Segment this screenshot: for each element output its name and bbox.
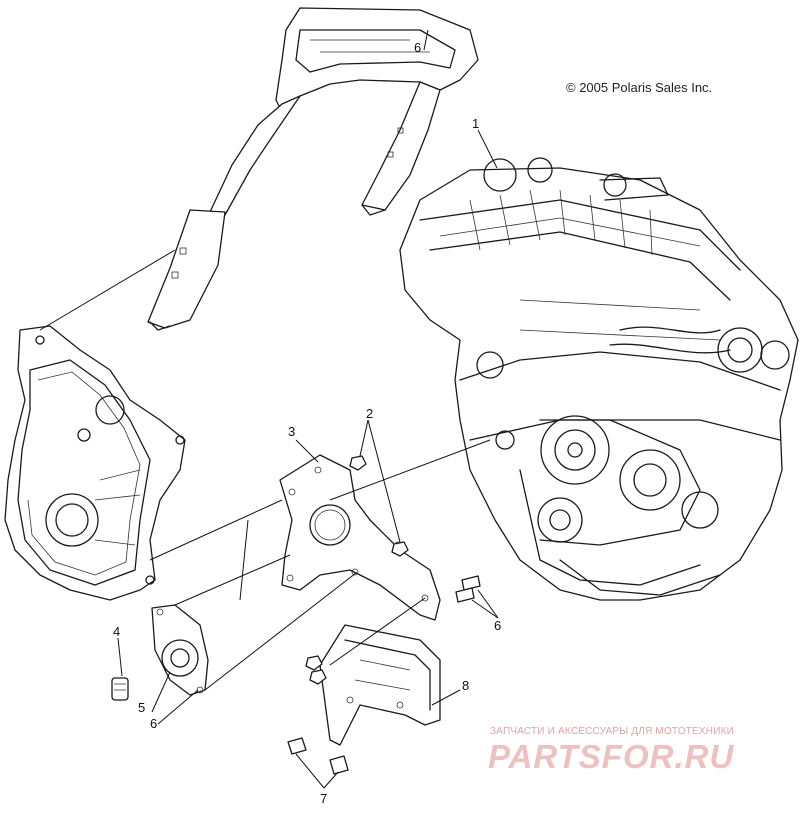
watermark-tagline: ЗАПЧАСТИ И АКСЕССУАРЫ ДЛЯ МОТОТЕХНИКИ (490, 726, 735, 737)
callout-8: 8 (462, 678, 469, 693)
engine-assembly (399, 157, 799, 601)
copyright-notice: © 2005 Polaris Sales Inc. (566, 80, 713, 95)
lower-bracket (319, 624, 441, 746)
bearing-housing (151, 604, 209, 696)
callout-2: 2 (366, 406, 373, 421)
callout-7: 7 (320, 791, 327, 806)
callout-6-housing: 6 (150, 716, 157, 731)
callout-4: 4 (113, 624, 120, 639)
callout-1: 1 (472, 116, 479, 131)
callout-3: 3 (288, 424, 295, 439)
mounting-plate (279, 454, 441, 621)
leader-lines (39, 29, 499, 789)
callout-labels: 1 2 3 4 5 6 6 6 7 8 (113, 40, 501, 806)
callout-6-frame: 6 (414, 40, 421, 55)
watermark-logo: PARTSFOR.RU (488, 738, 735, 775)
fasteners (111, 455, 481, 775)
callout-6-bolts: 6 (494, 618, 501, 633)
callout-5: 5 (138, 700, 145, 715)
gearcase-cover (4, 325, 186, 601)
